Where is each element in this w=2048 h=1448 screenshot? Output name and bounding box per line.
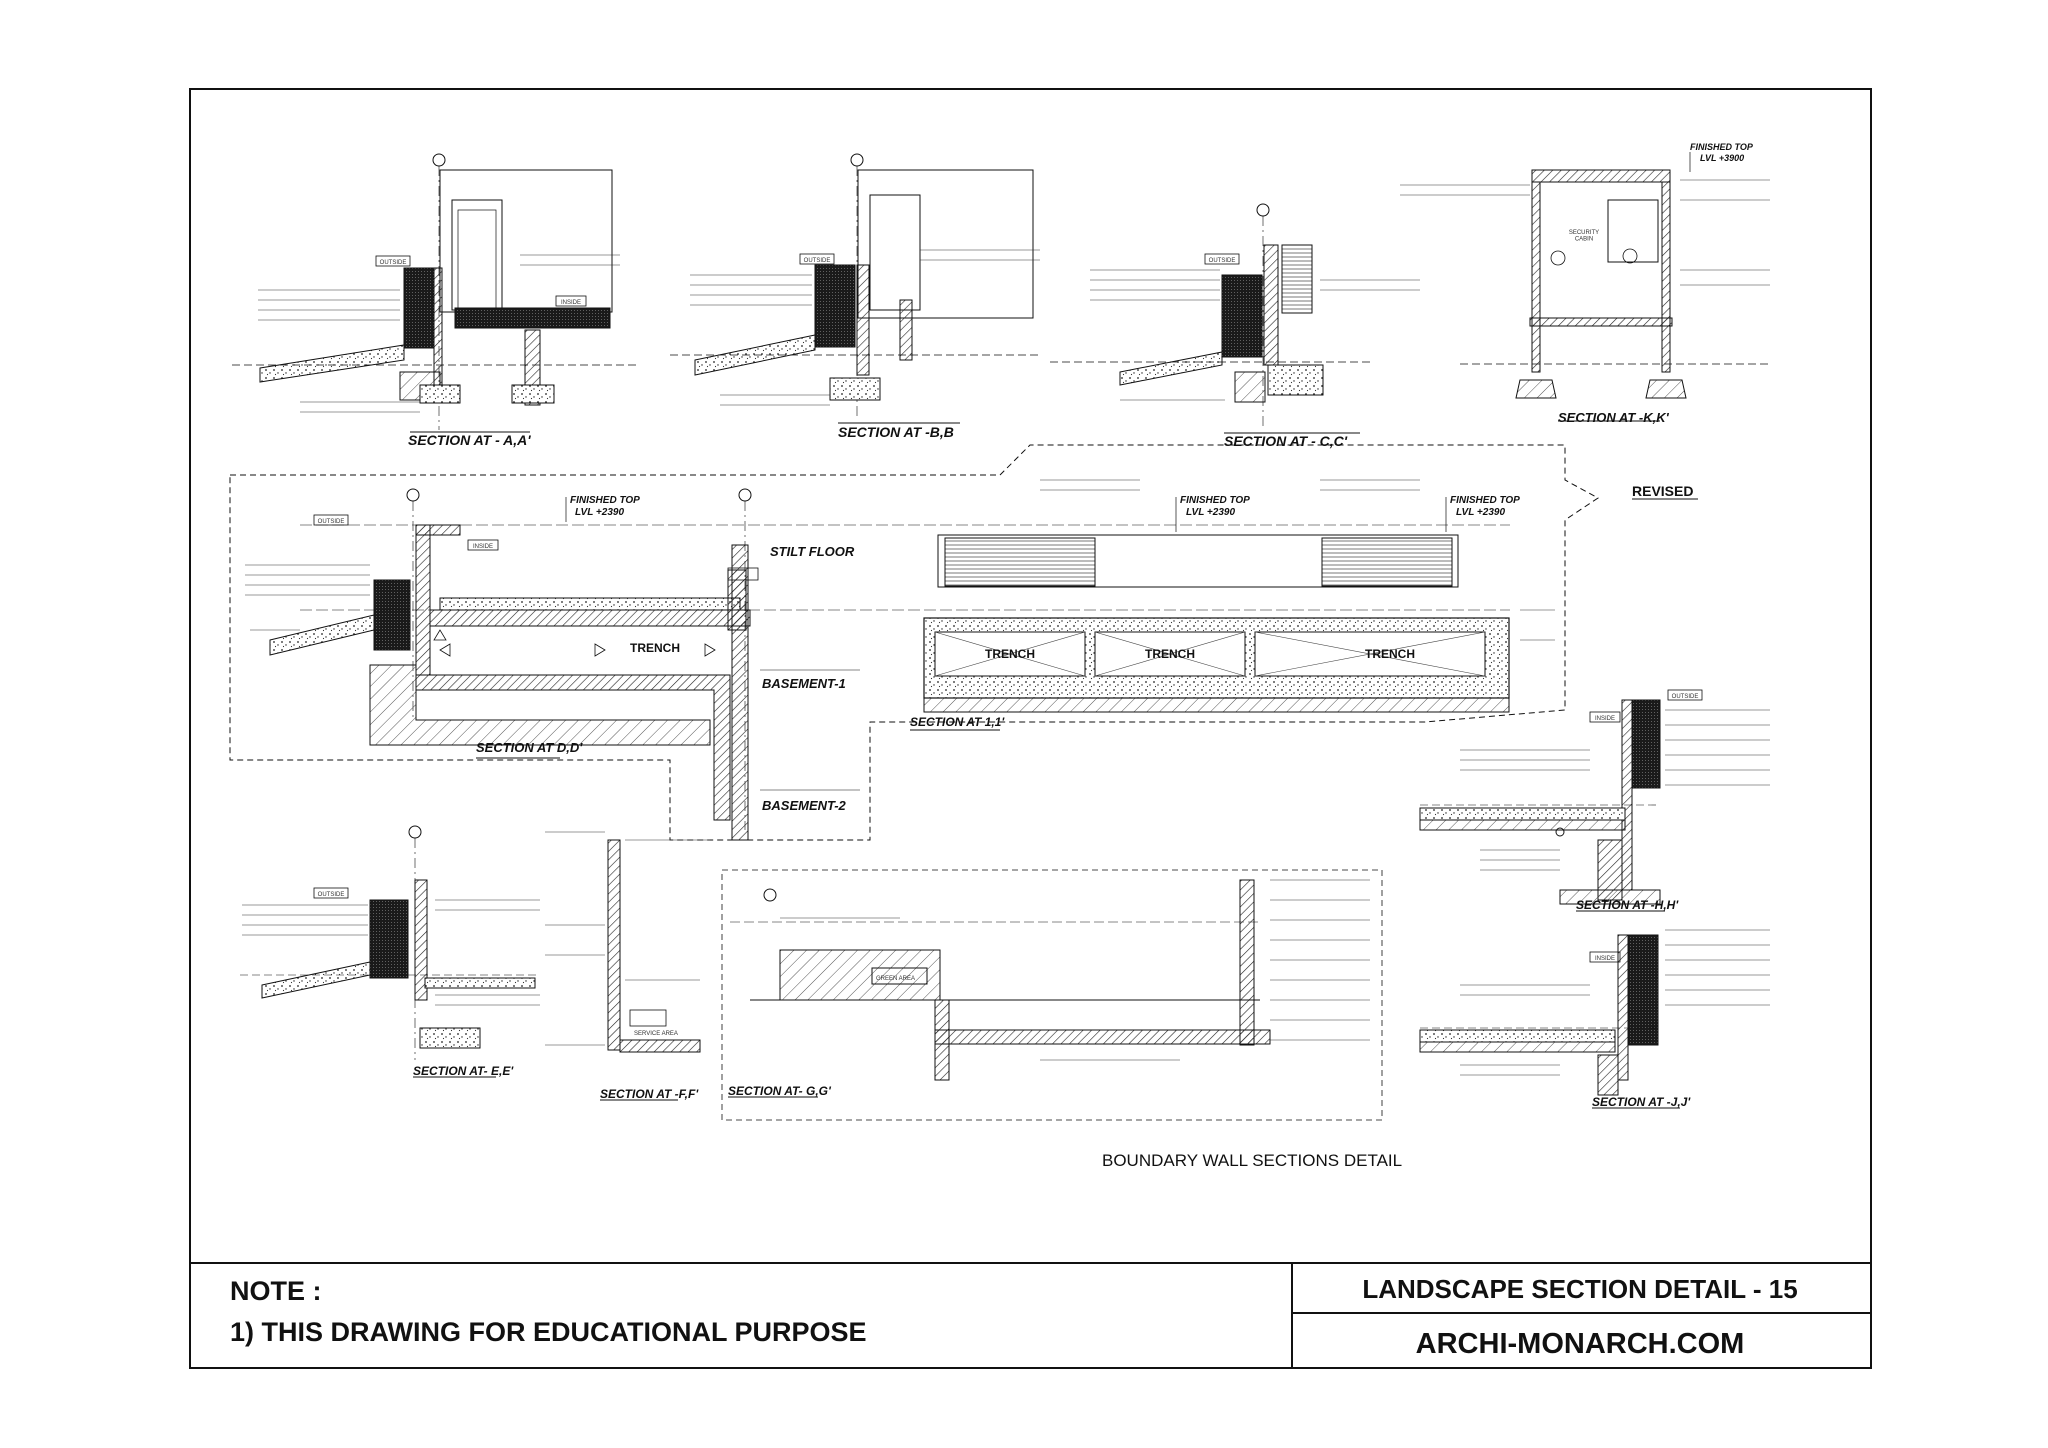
lvl-3900-label: LVL +3900 [1700,153,1744,163]
section-gg-title: SECTION AT- G,G' [728,1084,832,1098]
website-label: ARCHI-MONARCH.COM [1416,1328,1745,1360]
outside-label-bb: OUTSIDE [804,258,831,264]
outside-label-cc: OUTSIDE [1209,258,1236,264]
section-ee-title: SECTION AT- E,E' [413,1064,514,1078]
section-jj-title: SECTION AT -J,J' [1592,1095,1691,1109]
basement-2-label: BASEMENT-2 [762,798,847,813]
section-kk-title: SECTION AT -K,K' [1558,410,1670,425]
inside-label-jj: INSIDE [1595,956,1615,962]
inside-label-dd: INSIDE [473,544,493,550]
title-block: NOTE : 1) THIS DRAWING FOR EDUCATIONAL P… [190,1262,1871,1368]
inside-label-hh: INSIDE [1595,716,1615,722]
outside-label-ee: OUTSIDE [318,892,345,898]
drawing-caption: BOUNDARY WALL SECTIONS DETAIL [1102,1151,1402,1170]
trench-label-dd: TRENCH [630,641,680,655]
outside-label-hh: OUTSIDE [1672,694,1699,700]
green-area-label: GREEN AREA [876,976,915,982]
section-bb-title: SECTION AT -B,B [838,424,954,440]
note-heading: NOTE : [230,1276,322,1306]
section-ff-detail: SERVICE AREA SECTION AT -F,F' [545,831,710,1101]
section-aa-title: SECTION AT - A,A' [408,432,531,448]
section-ee-detail: OUTSIDE SECTION AT- E,E' [240,825,540,1078]
lvl-2390-label-dd: LVL +2390 [575,507,624,518]
finished-top-label-11a: FINISHED TOP [1180,495,1250,506]
outside-label: OUTSIDE [380,260,407,266]
sheet-title: LANDSCAPE SECTION DETAIL - 15 [1362,1274,1797,1304]
outside-label-dd: OUTSIDE [318,519,345,525]
stilt-floor-label: STILT FLOOR [770,544,855,559]
service-area-label: SERVICE AREA [634,1031,678,1037]
section-dd-title: SECTION AT D,D' [476,740,583,755]
section-aa-detail: OUTSIDE INSIDE SECTION AT - A,A' [232,153,640,448]
trench-label-1: TRENCH [985,647,1035,661]
section-dd-detail: STILT FLOOR BASEMENT-1 BASEMENT-2 TRENCH… [245,488,1510,841]
section-ff-title: SECTION AT -F,F' [600,1087,699,1101]
trench-label-3: TRENCH [1365,647,1415,661]
note-line: 1) THIS DRAWING FOR EDUCATIONAL PURPOSE [230,1317,867,1347]
lvl-2390-label-11a: LVL +2390 [1186,507,1235,518]
finished-top-label-dd: FINISHED TOP [570,495,640,506]
section-jj-detail: INSIDE SECTION AT -J,J' [1419,929,1770,1109]
finished-top-label-kk: FINISHED TOP [1690,142,1754,152]
section-hh-detail: OUTSIDE INSIDE SECTION AT -H,H' [1419,689,1770,912]
section-hh-title: SECTION AT -H,H' [1576,898,1679,912]
section-gg-detail: GREEN AREA SECTION AT- G,G' [721,869,1383,1121]
section-cc-title: SECTION AT - C,C' [1224,433,1348,449]
lvl-2390-label-11b: LVL +2390 [1456,507,1505,518]
basement-1-label: BASEMENT-1 [762,676,846,691]
sheet-border [189,88,1872,1369]
section-bb-detail: OUTSIDE SECTION AT -B,B [670,153,1040,440]
inside-label: INSIDE [561,300,581,306]
section-11-detail: TRENCH TRENCH TRENCH FINISHED TOP LVL +2… [910,479,1555,731]
finished-top-label-11b: FINISHED TOP [1450,495,1520,506]
section-cc-detail: OUTSIDE SECTION AT - C,C' [1050,203,1420,449]
trench-label-2: TRENCH [1145,647,1195,661]
revised-tag: REVISED [1632,483,1693,499]
section-11-title: SECTION AT 1,1' [910,715,1005,729]
revised-cloud-outline [229,444,1599,841]
